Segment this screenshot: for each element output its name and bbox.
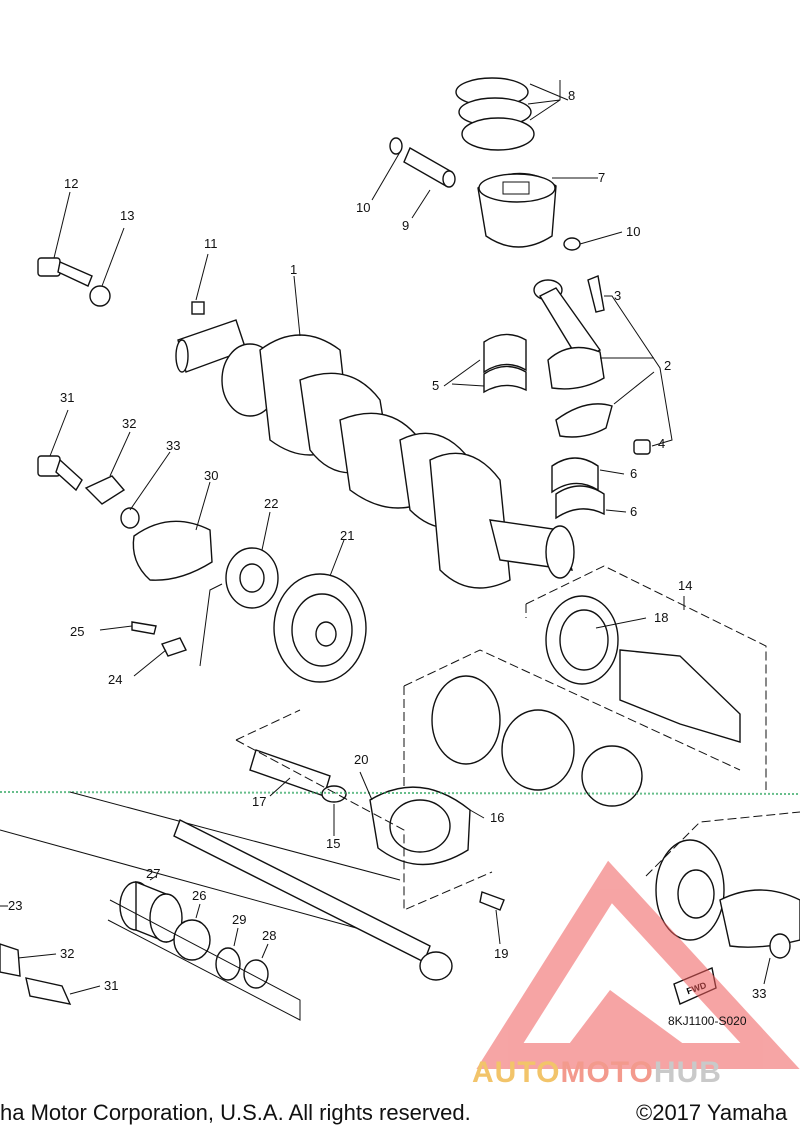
lower-plate bbox=[0, 943, 21, 977]
callout-24: 24 bbox=[108, 672, 122, 687]
piston-pin bbox=[403, 147, 456, 188]
bearing-b bbox=[581, 745, 643, 807]
callout-6a: 6 bbox=[630, 466, 637, 481]
rod-bolt bbox=[587, 275, 605, 313]
watermark-moto: MOTO bbox=[560, 1056, 654, 1089]
shaft-circlip bbox=[321, 785, 347, 803]
oil-seal bbox=[545, 595, 619, 685]
lock-plate bbox=[84, 475, 126, 505]
callout-32b: 32 bbox=[60, 946, 74, 961]
circlip-upper bbox=[389, 137, 403, 155]
callout-10b: 10 bbox=[626, 224, 640, 239]
callout-25: 25 bbox=[70, 624, 84, 639]
big-end-bearing-upper bbox=[483, 333, 527, 374]
washer bbox=[243, 959, 269, 989]
watermark-auto: AUTO bbox=[472, 1056, 561, 1089]
callout-17: 17 bbox=[252, 794, 266, 809]
needle-bearing bbox=[173, 919, 211, 961]
bearing-housing-seal bbox=[431, 675, 501, 765]
callout-32a: 32 bbox=[122, 416, 136, 431]
drawing-code: 8KJ1100-S020 bbox=[668, 1014, 747, 1028]
callout-3: 3 bbox=[614, 288, 621, 303]
callout-16: 16 bbox=[490, 810, 504, 825]
crank-bolt bbox=[37, 257, 93, 287]
callout-29: 29 bbox=[232, 912, 246, 927]
callout-33a: 33 bbox=[166, 438, 180, 453]
right-washer bbox=[769, 933, 791, 959]
piston bbox=[477, 172, 557, 248]
piston-rings bbox=[455, 77, 535, 151]
rod-nut bbox=[633, 439, 651, 455]
right-gear bbox=[655, 839, 725, 941]
callout-31b: 31 bbox=[104, 978, 118, 993]
callout-26: 26 bbox=[192, 888, 206, 903]
copyright-right: ©2017 Yamaha bbox=[636, 1100, 788, 1125]
callout-11: 11 bbox=[204, 236, 218, 251]
balancer-drive-gear bbox=[273, 573, 367, 683]
crank-washer bbox=[89, 285, 111, 307]
callout-8: 8 bbox=[568, 88, 575, 103]
lower-bolt bbox=[25, 977, 72, 1005]
callout-13: 13 bbox=[120, 208, 134, 223]
callout-30: 30 bbox=[204, 468, 218, 483]
sleeve bbox=[119, 880, 183, 944]
callout-31a: 31 bbox=[60, 390, 74, 405]
callout-19: 19 bbox=[494, 946, 508, 961]
callout-18: 18 bbox=[654, 610, 668, 625]
callout-21: 21 bbox=[340, 528, 354, 543]
callout-4: 4 bbox=[658, 436, 665, 451]
leader-lines bbox=[0, 80, 771, 995]
automotohub-logo bbox=[476, 860, 800, 1069]
bearing-housing bbox=[369, 786, 471, 866]
splined-shaft bbox=[249, 749, 331, 797]
callout-9: 9 bbox=[402, 218, 409, 233]
callout-23: 23 bbox=[8, 898, 22, 913]
screw bbox=[131, 621, 157, 635]
callout-5: 5 bbox=[432, 378, 439, 393]
scan-line bbox=[0, 791, 800, 795]
big-end-bearing-lower bbox=[483, 365, 527, 394]
callout-27: 27 bbox=[146, 866, 160, 881]
callout-33b: 33 bbox=[752, 986, 766, 1001]
callout-6b: 6 bbox=[630, 504, 637, 519]
right-weight bbox=[719, 889, 800, 948]
watermark-text: AUTOMOTOHUB bbox=[472, 1056, 722, 1090]
callout-15: 15 bbox=[326, 836, 340, 851]
circlip-lower bbox=[563, 237, 581, 251]
callout-1: 1 bbox=[290, 262, 297, 277]
housing-bolt bbox=[479, 891, 505, 911]
callout-28: 28 bbox=[262, 928, 276, 943]
callout-22: 22 bbox=[264, 496, 278, 511]
callout-2: 2 bbox=[664, 358, 671, 373]
crankshaft bbox=[175, 319, 575, 589]
woodruff-key bbox=[191, 301, 205, 315]
output-shaft bbox=[619, 649, 741, 743]
callout-12: 12 bbox=[64, 176, 78, 191]
copyright-left: ha Motor Corporation, U.S.A. All rights … bbox=[0, 1100, 471, 1125]
ball-bearing bbox=[225, 547, 279, 609]
shaft-end bbox=[419, 951, 453, 981]
main-bearing-lower bbox=[555, 485, 605, 520]
balancer-washer bbox=[120, 507, 140, 529]
balancer-weight bbox=[132, 520, 213, 581]
callout-labels: 1 2 3 4 5 6 6 7 8 9 10 10 11 12 13 14 15… bbox=[8, 88, 766, 1001]
circlip bbox=[215, 947, 241, 981]
retaining-plate bbox=[161, 637, 187, 657]
balancer-bolt bbox=[37, 455, 83, 492]
callout-10a: 10 bbox=[356, 200, 370, 215]
bearing-a bbox=[501, 709, 575, 791]
connecting-rod bbox=[533, 279, 613, 438]
callout-14: 14 bbox=[678, 578, 692, 593]
callout-20: 20 bbox=[354, 752, 368, 767]
watermark-hub: HUB bbox=[653, 1056, 722, 1089]
callout-7: 7 bbox=[598, 170, 605, 185]
